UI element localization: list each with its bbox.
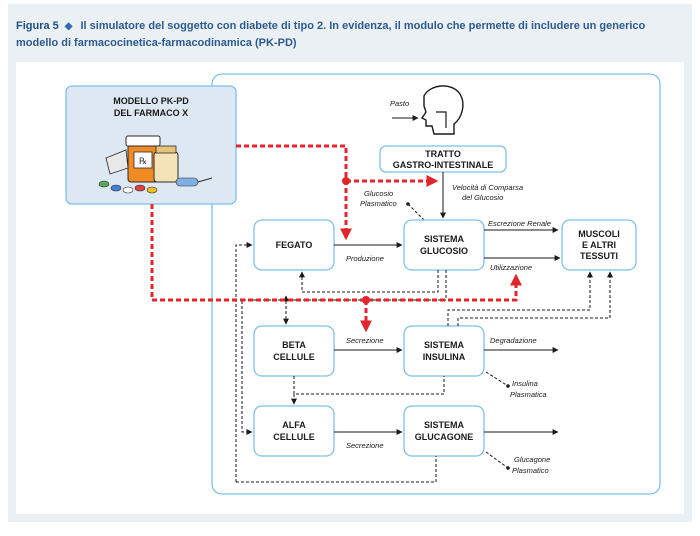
glucagone-label-2: GLUCAGONE	[415, 432, 474, 442]
label-secrezione-beta: Secrezione	[346, 336, 384, 345]
node-sistema-glucagone: SISTEMA GLUCAGONE	[403, 405, 485, 457]
label-escrezione: Escrezione Renale	[488, 219, 551, 228]
label-glucosio-plasmatico-1: Glucosio	[364, 189, 393, 198]
fegato-label: FEGATO	[276, 240, 313, 250]
feedback-links	[235, 242, 613, 483]
node-tratto-gastro-intestinale: TRATTO GASTRO-INTESTINALE	[379, 145, 507, 173]
simulator-container	[211, 73, 661, 495]
glucosio-label-1: SISTEMA	[424, 234, 465, 244]
node-sistema-glucosio: SISTEMA GLUCOSIO	[403, 219, 485, 271]
glucosio-label-2: GLUCOSIO	[420, 246, 468, 256]
label-utilizzazione: Utilizzazione	[490, 263, 532, 272]
label-velocita-1: Velocità di Comparsa	[452, 183, 523, 192]
label-degradazione: Degradazione	[490, 336, 537, 345]
beta-label-1: BETA	[282, 340, 306, 350]
node-beta-cellule: BETA CELLULE	[253, 325, 335, 377]
label-pasto: Pasto	[390, 99, 409, 108]
tratto-label-2: GASTRO-INTESTINALE	[393, 160, 494, 170]
diamond-icon: ◆	[64, 21, 73, 32]
muscoli-label-1: MUSCOLI	[578, 229, 620, 239]
pkpd-model-box: MODELLO PK-PD DEL FARMACO X ℞	[65, 85, 237, 205]
node-sistema-insulina: SISTEMA INSULINA	[403, 325, 485, 377]
figure-label: Figura 5	[16, 20, 59, 32]
glucosio-plasmatico-pointer	[407, 203, 425, 221]
svg-text:℞: ℞	[139, 156, 147, 166]
label-velocita-2: del Glucosio	[462, 193, 503, 202]
pkpd-title-2: DEL FARMACO X	[114, 108, 188, 118]
label-insulina-plasmatica-2: Plasmatica	[510, 390, 547, 399]
alfa-label-2: CELLULE	[273, 432, 315, 442]
insulina-label-2: INSULINA	[423, 352, 466, 362]
node-muscoli: MUSCOLI E ALTRI TESSUTI	[561, 219, 637, 271]
pkpd-title-1: MODELLO PK-PD	[113, 96, 189, 106]
label-produzione: Produzione	[346, 254, 384, 263]
pills-bottle-icon: ℞	[98, 135, 213, 194]
label-glucosio-plasmatico-2: Plasmatico	[360, 199, 397, 208]
figure-caption: Figura 5 ◆Il simulatore del soggetto con …	[16, 18, 684, 51]
insulina-label-1: SISTEMA	[424, 340, 465, 350]
muscoli-label-2: E ALTRI	[582, 240, 616, 250]
muscoli-label-3: TESSUTI	[580, 251, 618, 261]
label-glucagone-plasmatico-1: Glucagone	[514, 455, 550, 464]
label-insulina-plasmatica-1: Insulina	[512, 379, 538, 388]
glucagone-label-1: SISTEMA	[424, 420, 465, 430]
head-eating-icon	[420, 85, 464, 135]
label-secrezione-alfa: Secrezione	[346, 441, 384, 450]
node-fegato: FEGATO	[253, 219, 335, 271]
insulina-plasmatica-pointer	[485, 371, 509, 387]
node-alfa-cellule: ALFA CELLULE	[253, 405, 335, 457]
beta-label-2: CELLULE	[273, 352, 315, 362]
glucagone-plasmatico-pointer	[485, 451, 509, 469]
tratto-label-1: TRATTO	[425, 149, 461, 159]
alfa-label-1: ALFA	[282, 420, 306, 430]
drug-effect-links	[150, 144, 522, 333]
label-glucagone-plasmatico-2: Plasmatico	[512, 466, 549, 475]
caption-text: Il simulatore del soggetto con diabete d…	[16, 20, 646, 49]
